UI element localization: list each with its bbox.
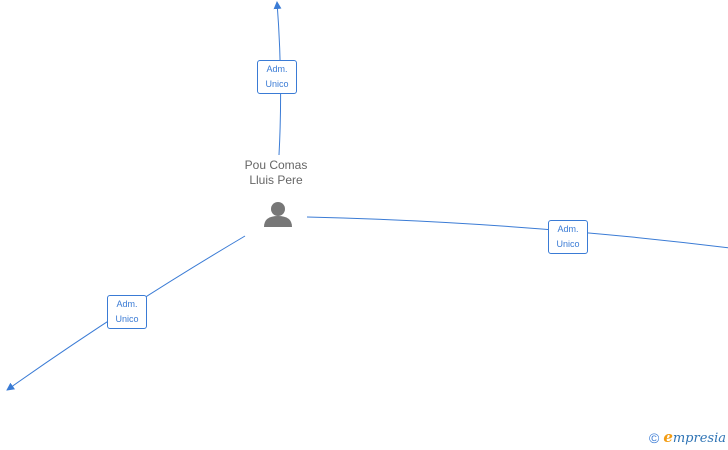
relation-label-line2: Unico (556, 239, 580, 249)
relation-label-line1: Adm. (266, 64, 288, 74)
relation-label-top[interactable]: Adm. Unico (257, 60, 297, 94)
relation-label-line2: Unico (115, 314, 139, 324)
person-name-line2: Lluis Pere (249, 173, 303, 187)
person-name[interactable]: Pou Comas Lluis Pere (226, 158, 326, 188)
relation-label-right[interactable]: Adm. Unico (548, 220, 588, 254)
brand-initial: e (663, 428, 673, 446)
relation-label-left[interactable]: Adm. Unico (107, 295, 147, 329)
edge-right (306, 216, 728, 249)
empresia-watermark: © empresia (649, 430, 726, 446)
person-icon[interactable] (264, 202, 292, 227)
copyright-icon: © (648, 430, 660, 446)
brand-rest: mpresia (672, 431, 726, 446)
brand-logo: empresia (663, 430, 726, 446)
relation-label-line1: Adm. (116, 299, 138, 309)
person-name-line1: Pou Comas (244, 158, 308, 172)
relation-label-line2: Unico (265, 79, 289, 89)
relation-label-line1: Adm. (557, 224, 579, 234)
